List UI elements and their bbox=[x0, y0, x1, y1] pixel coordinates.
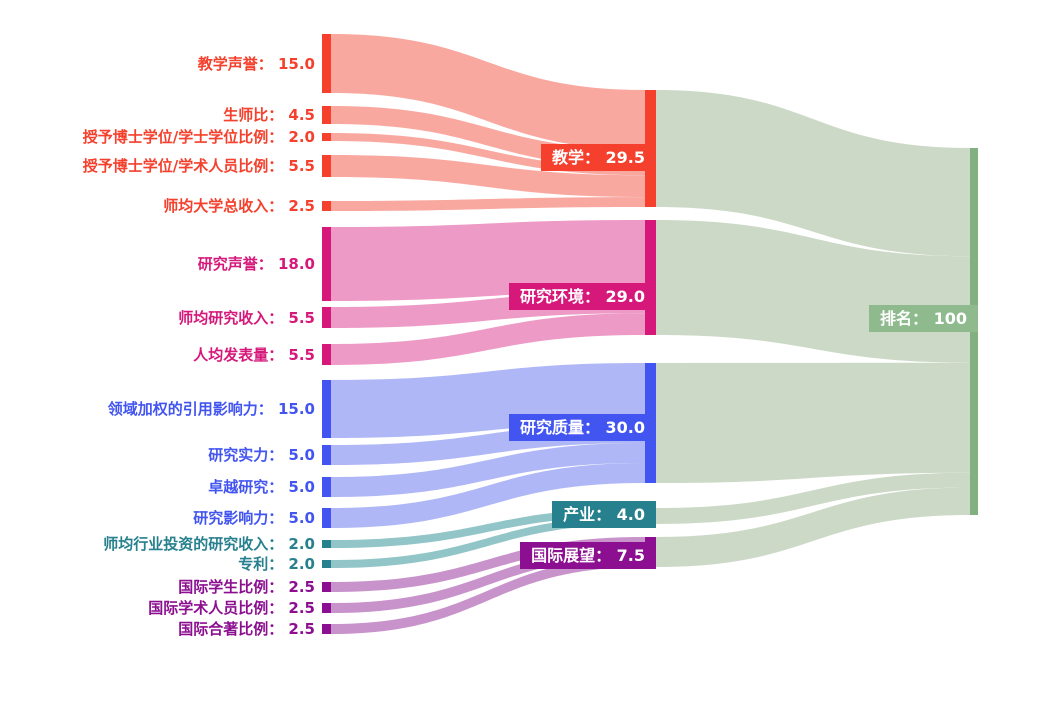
node-label-box-research_env[interactable]: 研究环境： 29.0 bbox=[508, 283, 656, 310]
node-label-box-intl_outlook[interactable]: 国际展望： 7.5 bbox=[520, 542, 656, 569]
sankey-node-productivity[interactable] bbox=[322, 344, 331, 365]
sankey-link-patents-industry[interactable] bbox=[331, 516, 645, 568]
sankey-node-res_income[interactable] bbox=[322, 307, 331, 328]
node-label-res_rep[interactable]: 研究声誉： 18.0 bbox=[197, 255, 315, 273]
node-label-res_infl[interactable]: 研究影响力： 5.0 bbox=[193, 509, 315, 527]
sankey-node-intl_staff[interactable] bbox=[322, 603, 331, 613]
node-label-ind_income[interactable]: 师均行业投资的研究收入： 2.0 bbox=[103, 535, 315, 553]
sankey-link-inst_income-teaching[interactable] bbox=[331, 197, 645, 211]
node-label-doc_bach[interactable]: 授予博士学位/学士学位比例： 2.0 bbox=[82, 128, 315, 146]
sankey-node-intl_coauth[interactable] bbox=[322, 624, 331, 634]
node-label-intl_stu[interactable]: 国际学生比例： 2.5 bbox=[178, 578, 315, 596]
sankey-node-ind_income[interactable] bbox=[322, 540, 331, 548]
sankey-node-inst_income[interactable] bbox=[322, 201, 331, 211]
node-label-box-teaching[interactable]: 教学： 29.5 bbox=[540, 144, 656, 171]
node-label-box-industry[interactable]: 产业： 4.0 bbox=[552, 501, 656, 528]
node-label-doc_staff[interactable]: 授予博士学位/学术人员比例： 5.5 bbox=[82, 157, 315, 175]
node-label-inst_income[interactable]: 师均大学总收入： 2.5 bbox=[163, 197, 315, 215]
sankey-link-research_q-rank[interactable] bbox=[656, 362, 970, 483]
node-label-res_strength[interactable]: 研究实力： 5.0 bbox=[208, 446, 315, 464]
sankey-node-citation[interactable] bbox=[322, 380, 331, 438]
sankey-link-productivity-research_env[interactable] bbox=[331, 313, 645, 365]
sankey-node-doc_bach[interactable] bbox=[322, 133, 331, 141]
sankey-link-intl_coauth-intl_outlook[interactable] bbox=[331, 557, 645, 634]
sankey-link-intl_outlook-rank[interactable] bbox=[656, 487, 970, 567]
node-label-box-research_q[interactable]: 研究质量： 30.0 bbox=[508, 414, 656, 441]
sankey-link-res_excel-research_q[interactable] bbox=[331, 443, 645, 497]
sankey-node-res_strength[interactable] bbox=[322, 445, 331, 465]
sankey-link-teach_rep-teaching[interactable] bbox=[331, 34, 645, 150]
node-label-res_excel[interactable]: 卓越研究： 5.0 bbox=[208, 478, 315, 496]
sankey-link-industry-rank[interactable] bbox=[656, 472, 970, 524]
sankey-node-staff_ratio[interactable] bbox=[322, 106, 331, 124]
sankey-node-res_infl[interactable] bbox=[322, 508, 331, 528]
sankey-link-res_infl-research_q[interactable] bbox=[331, 463, 645, 528]
node-label-productivity[interactable]: 人均发表量： 5.5 bbox=[193, 345, 315, 364]
sankey-link-res_rep-research_env[interactable] bbox=[331, 220, 645, 301]
node-label-staff_ratio[interactable]: 生师比： 4.5 bbox=[223, 106, 315, 124]
node-label-box-rank[interactable]: 排名： 100 bbox=[869, 305, 978, 332]
sankey-link-intl_staff-intl_outlook[interactable] bbox=[331, 547, 645, 613]
node-label-res_income[interactable]: 师均研究收入： 5.5 bbox=[178, 308, 315, 327]
sankey-node-doc_staff[interactable] bbox=[322, 155, 331, 177]
sankey-node-patents[interactable] bbox=[322, 560, 331, 568]
node-label-teach_rep[interactable]: 教学声誉： 15.0 bbox=[197, 54, 315, 73]
sankey-node-res_excel[interactable] bbox=[322, 477, 331, 497]
node-label-intl_coauth[interactable]: 国际合著比例： 2.5 bbox=[178, 620, 315, 638]
sankey-node-teach_rep[interactable] bbox=[322, 34, 331, 93]
sankey-link-teaching-rank[interactable] bbox=[656, 90, 970, 257]
node-label-citation[interactable]: 领域加权的引用影响力： 15.0 bbox=[107, 400, 315, 418]
sankey-node-res_rep[interactable] bbox=[322, 227, 331, 301]
sankey-node-research_env[interactable] bbox=[645, 220, 656, 335]
sankey-node-intl_stu[interactable] bbox=[322, 582, 331, 592]
node-label-intl_staff[interactable]: 国际学术人员比例： 2.5 bbox=[148, 599, 315, 617]
sankey-link-doc_staff-teaching[interactable] bbox=[331, 155, 645, 198]
node-label-patents[interactable]: 专利： 2.0 bbox=[238, 555, 315, 573]
